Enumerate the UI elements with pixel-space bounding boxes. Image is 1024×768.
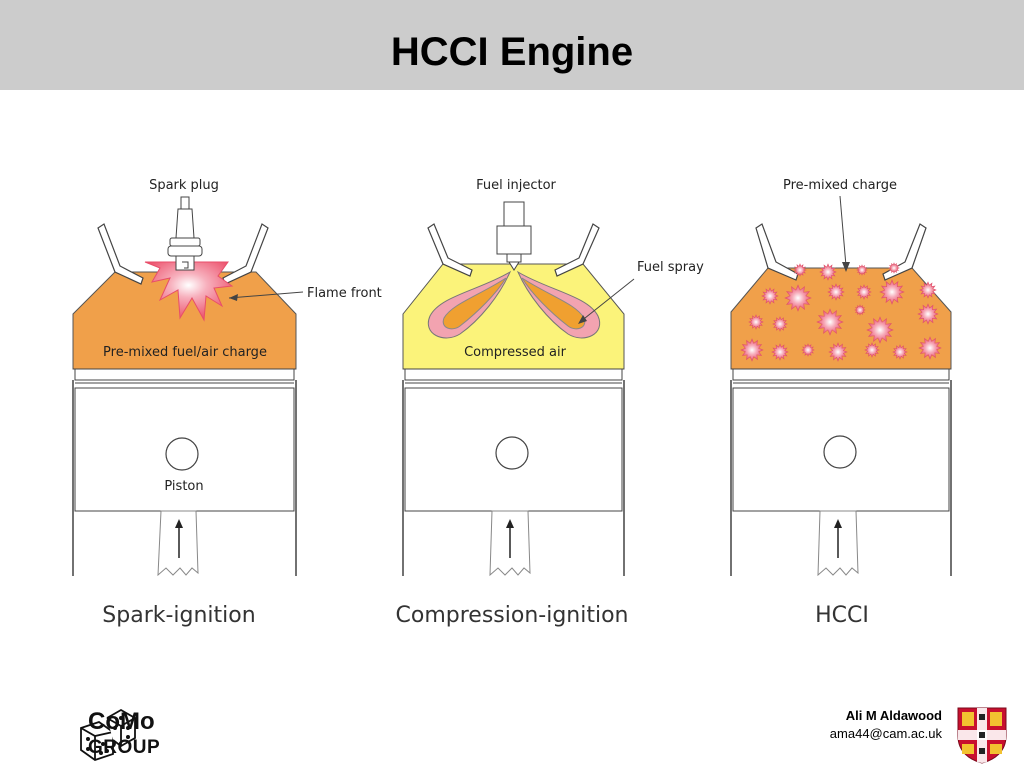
intake-valve: [755, 223, 799, 281]
logo-como: CoMo: [88, 708, 155, 735]
flame-front: [144, 261, 234, 322]
caption-compression-ignition: Compression-ignition: [395, 603, 629, 628]
logo-group: GROUP: [88, 737, 161, 758]
ignition-burst: [854, 304, 866, 316]
label-charge: Pre-mixed fuel/air charge: [103, 345, 267, 360]
ignition-burst: [784, 284, 812, 312]
ignition-burst: [827, 283, 845, 301]
ignition-burst: [819, 263, 837, 281]
university-crest-icon: [957, 707, 1007, 764]
exhaust-valve: [882, 223, 927, 281]
caption-spark-ignition: Spark-ignition: [102, 603, 256, 628]
ignition-burst: [793, 263, 807, 277]
ignition-burst: [888, 262, 900, 274]
slide-title: HCCI Engine: [390, 30, 634, 74]
dice-icon: [80, 708, 136, 761]
label-flame-front: Flame front: [307, 286, 382, 301]
piston-ring: [74, 368, 295, 381]
wrist-pin: [495, 436, 529, 470]
wrist-pin: [823, 435, 857, 469]
label-fuel-spray: Fuel spray: [637, 260, 704, 275]
ignition-burst: [866, 316, 894, 344]
label-spark-plug: Spark plug: [149, 178, 219, 193]
panel-spark-ignition: Spark plug Flame front Pre-mixed fuel/ai…: [72, 178, 382, 577]
spark-plug: [167, 196, 203, 271]
ignition-burst: [771, 343, 789, 361]
panel-compression-ignition: Fuel injector Fuel spray Compressed air: [402, 178, 704, 577]
panel-hcci: Pre-mixed charge: [730, 178, 952, 577]
author-block: Ali M Aldawood ama44@cam.ac.uk: [830, 708, 942, 741]
label-premixed-charge: Pre-mixed charge: [783, 178, 897, 193]
ignition-burst: [892, 344, 908, 360]
label-fuel-injector: Fuel injector: [476, 178, 556, 193]
ignition-burst: [918, 336, 942, 360]
exhaust-valve: [554, 223, 600, 277]
ignition-burst: [856, 284, 872, 300]
author-email: ama44@cam.ac.uk: [829, 726, 942, 741]
ignition-burst: [761, 287, 779, 305]
ignition-burst: [748, 314, 764, 330]
piston-ring: [732, 368, 950, 381]
connecting-rod: [157, 510, 199, 577]
ignition-burst: [816, 308, 844, 336]
intake-valve: [427, 223, 473, 277]
auto-ignition-sites: [740, 262, 942, 362]
ignition-burst: [801, 343, 815, 357]
author-name: Ali M Aldawood: [845, 708, 942, 723]
ignition-burst: [879, 279, 905, 305]
title-bar: HCCI Engine: [0, 0, 1024, 90]
ignition-burst: [740, 338, 764, 362]
ignition-burst: [772, 316, 788, 332]
intake-valve: [97, 223, 144, 285]
ignition-burst: [864, 342, 880, 358]
ignition-burst: [828, 342, 848, 362]
piston-ring: [404, 368, 623, 381]
ignition-burst: [919, 281, 937, 299]
wrist-pin: [165, 437, 199, 471]
exhaust-valve: [222, 223, 269, 285]
fuel-injector: [496, 201, 532, 271]
label-charge: Compressed air: [464, 345, 567, 360]
label-piston: Piston: [164, 479, 203, 494]
caption-hcci: HCCI: [815, 603, 869, 628]
ignition-burst: [917, 303, 939, 325]
ignition-burst: [856, 264, 868, 276]
